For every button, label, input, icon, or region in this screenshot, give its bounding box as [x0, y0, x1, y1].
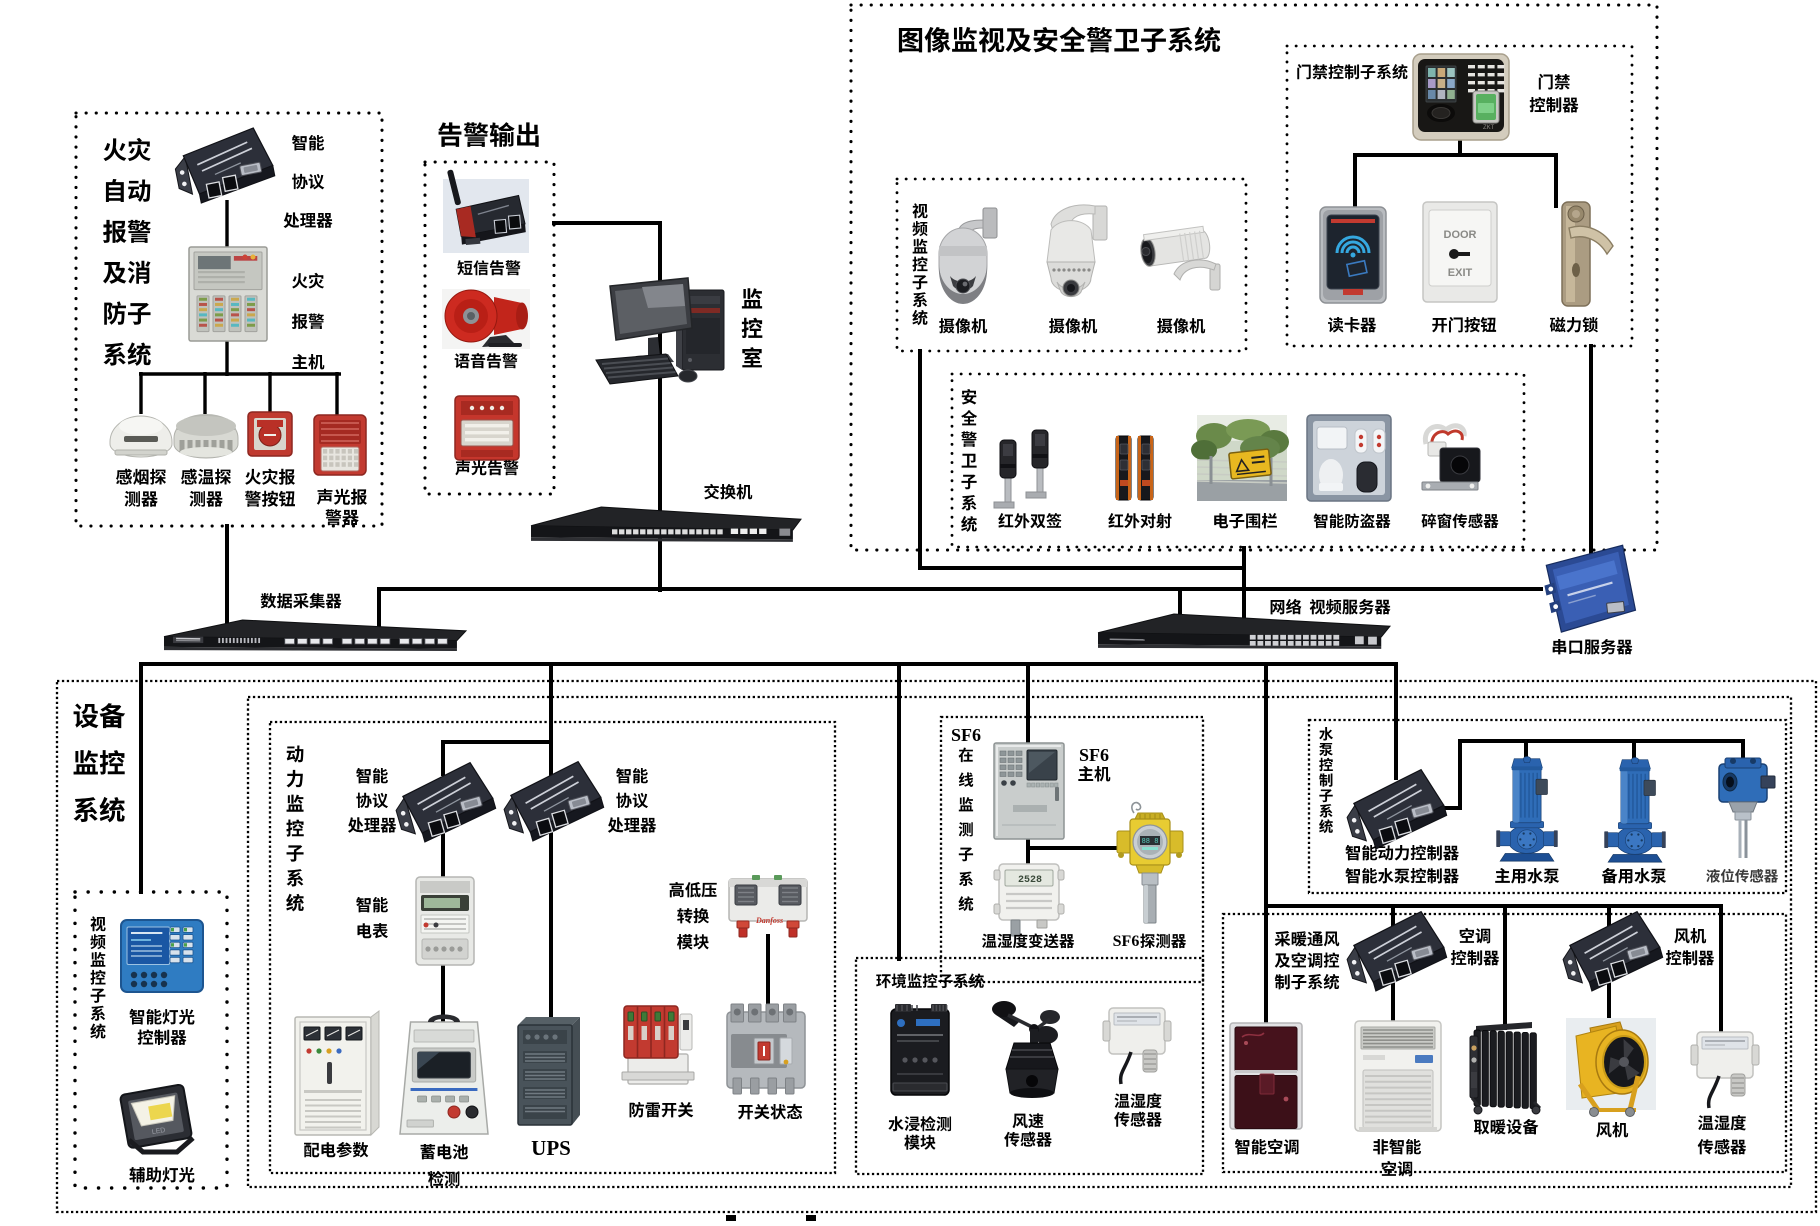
svg-text:EXIT: EXIT	[1448, 267, 1473, 279]
svg-text:UPS: UPS	[531, 1136, 571, 1160]
svg-text:Danfoss: Danfoss	[755, 916, 783, 925]
svg-text:SF6: SF6	[1079, 745, 1109, 765]
svg-text:88 8: 88 8	[1142, 838, 1159, 846]
svg-text:2528: 2528	[1018, 875, 1042, 886]
svg-text:SF6: SF6	[951, 725, 981, 745]
svg-text:ZKT: ZKT	[1483, 125, 1495, 131]
svg-text:SF6: SF6	[1113, 933, 1140, 950]
svg-text:DOOR: DOOR	[1444, 229, 1477, 241]
